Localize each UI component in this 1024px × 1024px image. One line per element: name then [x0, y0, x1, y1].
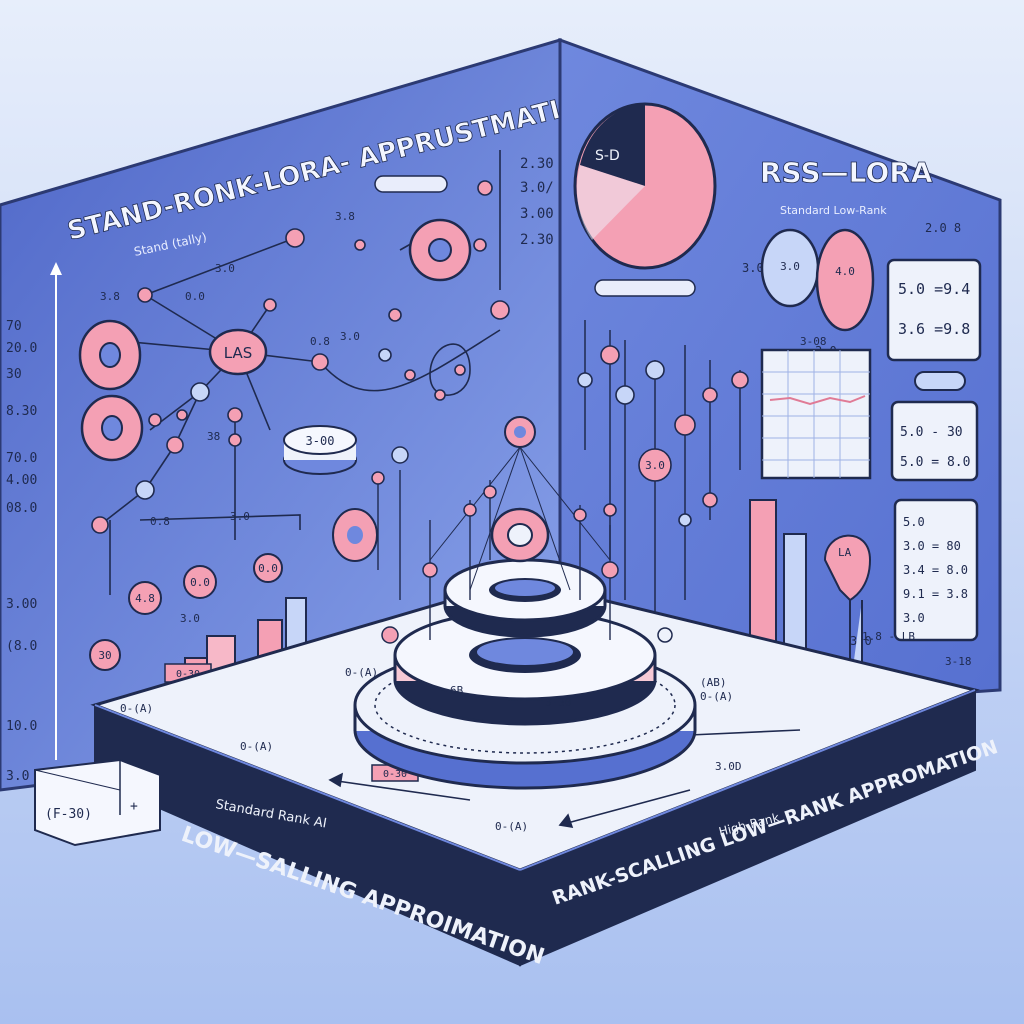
axis-tick: 3.00 — [6, 597, 37, 612]
side-label: 3-18 — [945, 655, 972, 668]
left-axis-ticks: 70 20.0 30 8.30 70.0 4.00 08.0 3.00 (8.0… — [6, 319, 37, 784]
disc-top — [283, 425, 357, 455]
label-box-text: (F-30) — [45, 807, 92, 822]
right-panel-subtitle: Standard Low-Rank — [780, 204, 887, 217]
formula-line: 3.0 = 80 — [903, 539, 961, 553]
stack-pin-heads — [371, 446, 673, 644]
formula-card-2: 5.0 - 30 5.0 = 8.0 — [890, 400, 979, 482]
node-label: 3.0 — [340, 330, 360, 343]
heatmap-grid — [762, 350, 870, 478]
formula-line: 3.0 — [903, 611, 925, 625]
axis-tick: 10.0 — [6, 719, 37, 734]
center-node — [208, 328, 268, 376]
ring-label: 6B — [450, 684, 464, 697]
circle-label: 3.0 — [645, 459, 665, 472]
label-box: (F-30) + — [34, 758, 161, 847]
floor-label: 0-(A) — [345, 666, 378, 679]
circle-label: 3.0 — [780, 260, 800, 273]
lower-left-circle-labels: 4.8 0.0 0.0 30 — [98, 562, 278, 662]
axis-tick: 8.30 — [6, 404, 37, 419]
node-label: 0.8 — [150, 515, 170, 528]
axis-tick: 3.0 — [6, 769, 29, 784]
hook-label: LA — [838, 546, 852, 559]
small-nodes — [91, 180, 510, 534]
floor-labels: 0-(A) 0-(A) 0-(A) 0-(A) 0-(A) 3.0D (AB) — [120, 666, 742, 833]
formula-line: 5.0 =9.4 — [898, 280, 970, 298]
axis-tick: (8.0 — [6, 639, 37, 654]
node-label: 30 — [98, 649, 111, 662]
label-box-plus: + — [130, 799, 138, 814]
node-label: 0.8 — [310, 335, 330, 348]
node-label: 3.0 — [180, 612, 200, 625]
pie-label: S-D — [595, 148, 620, 164]
formula-line: 5.0 — [903, 515, 925, 529]
node-label: 3.0 — [230, 510, 250, 523]
top-tick: 2.30 — [520, 232, 554, 248]
formula-line: 3.6 =9.8 — [898, 320, 970, 338]
left-axis-arrow — [50, 262, 62, 275]
right-panel-title: RSS—LORA — [760, 156, 933, 189]
formula-card-3: 5.0 3.0 = 80 3.4 = 8.0 9.1 = 3.8 3.0 — [893, 498, 979, 642]
center-tag-label: 0-30 — [383, 769, 407, 780]
axis-tick: 30 — [6, 367, 22, 382]
formula-line: 5.0 = 8.0 — [900, 455, 970, 470]
node-label: 0.0 — [258, 562, 278, 575]
toggle-capsule — [914, 371, 966, 391]
node-label: 38 — [207, 430, 220, 443]
side-label: 1.8 - LB — [862, 630, 915, 643]
heatmap-line — [769, 395, 866, 406]
central-stack: 6B 3-30 — [353, 416, 697, 790]
axis-tick: 70 — [6, 319, 22, 334]
formula-card-1: 5.0 =9.4 3.6 =9.8 — [886, 258, 982, 362]
hook-head — [823, 534, 872, 602]
axis-tick: 4.00 — [6, 473, 37, 488]
floor-label: 3.0D — [715, 760, 742, 773]
pink-circle — [815, 228, 875, 332]
heatmap-label: 3-08 — [800, 335, 827, 348]
axis-tick: 20.0 — [6, 341, 37, 356]
formula-line: 9.1 = 3.8 — [903, 587, 968, 601]
label-pill — [374, 175, 448, 193]
right-panel: RSS—LORA Standard Low-Rank S-D 3.0 4.0 2… — [558, 37, 1002, 722]
floor-label: 0-(A) — [495, 820, 528, 833]
left-rings — [78, 218, 472, 562]
formula-line: 3.4 = 8.0 — [903, 563, 968, 577]
node-label: 3.8 — [100, 290, 120, 303]
ring-label: 3-30 — [545, 696, 572, 709]
scattered-labels: 3.8 0.0 3.0 3.8 0.8 38 0.8 3.0 3.0 3.0 — [100, 210, 360, 625]
circle-label: 4.0 — [835, 265, 855, 278]
node-label: 3.8 — [335, 210, 355, 223]
right-bars — [749, 499, 807, 665]
floor-label: 0-(A) — [700, 690, 733, 703]
node-label: 3.0 — [215, 262, 235, 275]
lower-left-circles — [89, 553, 283, 671]
axis-tick: 08.0 — [6, 501, 37, 516]
center-node-label: LAS — [224, 344, 252, 362]
top-tick: 3.00 — [520, 206, 554, 222]
floor-label: (AB) — [700, 676, 727, 689]
top-tick: 2.30 — [520, 156, 554, 172]
floor-label: 0-(A) — [120, 702, 153, 715]
bar-tag-label: 0-30 — [176, 669, 200, 680]
left-top-ticks: 2.30 3.0/ 3.00 2.30 — [520, 156, 554, 248]
floor-arrows — [328, 729, 801, 829]
right-tick: 3.0 — [742, 261, 764, 275]
floor-label: 0-(A) — [240, 740, 273, 753]
node-label: 4.8 — [135, 592, 155, 605]
node-label: 0.0 — [185, 290, 205, 303]
cone-lines — [429, 446, 611, 591]
heatmap-table — [760, 348, 872, 480]
label-pill-right — [594, 279, 696, 297]
axis-tick: 70.0 — [6, 451, 37, 466]
disc-label: 3-00 — [306, 434, 335, 448]
pie-chart — [573, 102, 717, 270]
top-tick: 3.0/ — [520, 180, 554, 196]
node-label: 0.0 — [190, 576, 210, 589]
right-tick: 2.0 8 — [925, 221, 961, 235]
pin-nodes — [577, 345, 749, 527]
formula-line: 5.0 - 30 — [900, 425, 963, 440]
